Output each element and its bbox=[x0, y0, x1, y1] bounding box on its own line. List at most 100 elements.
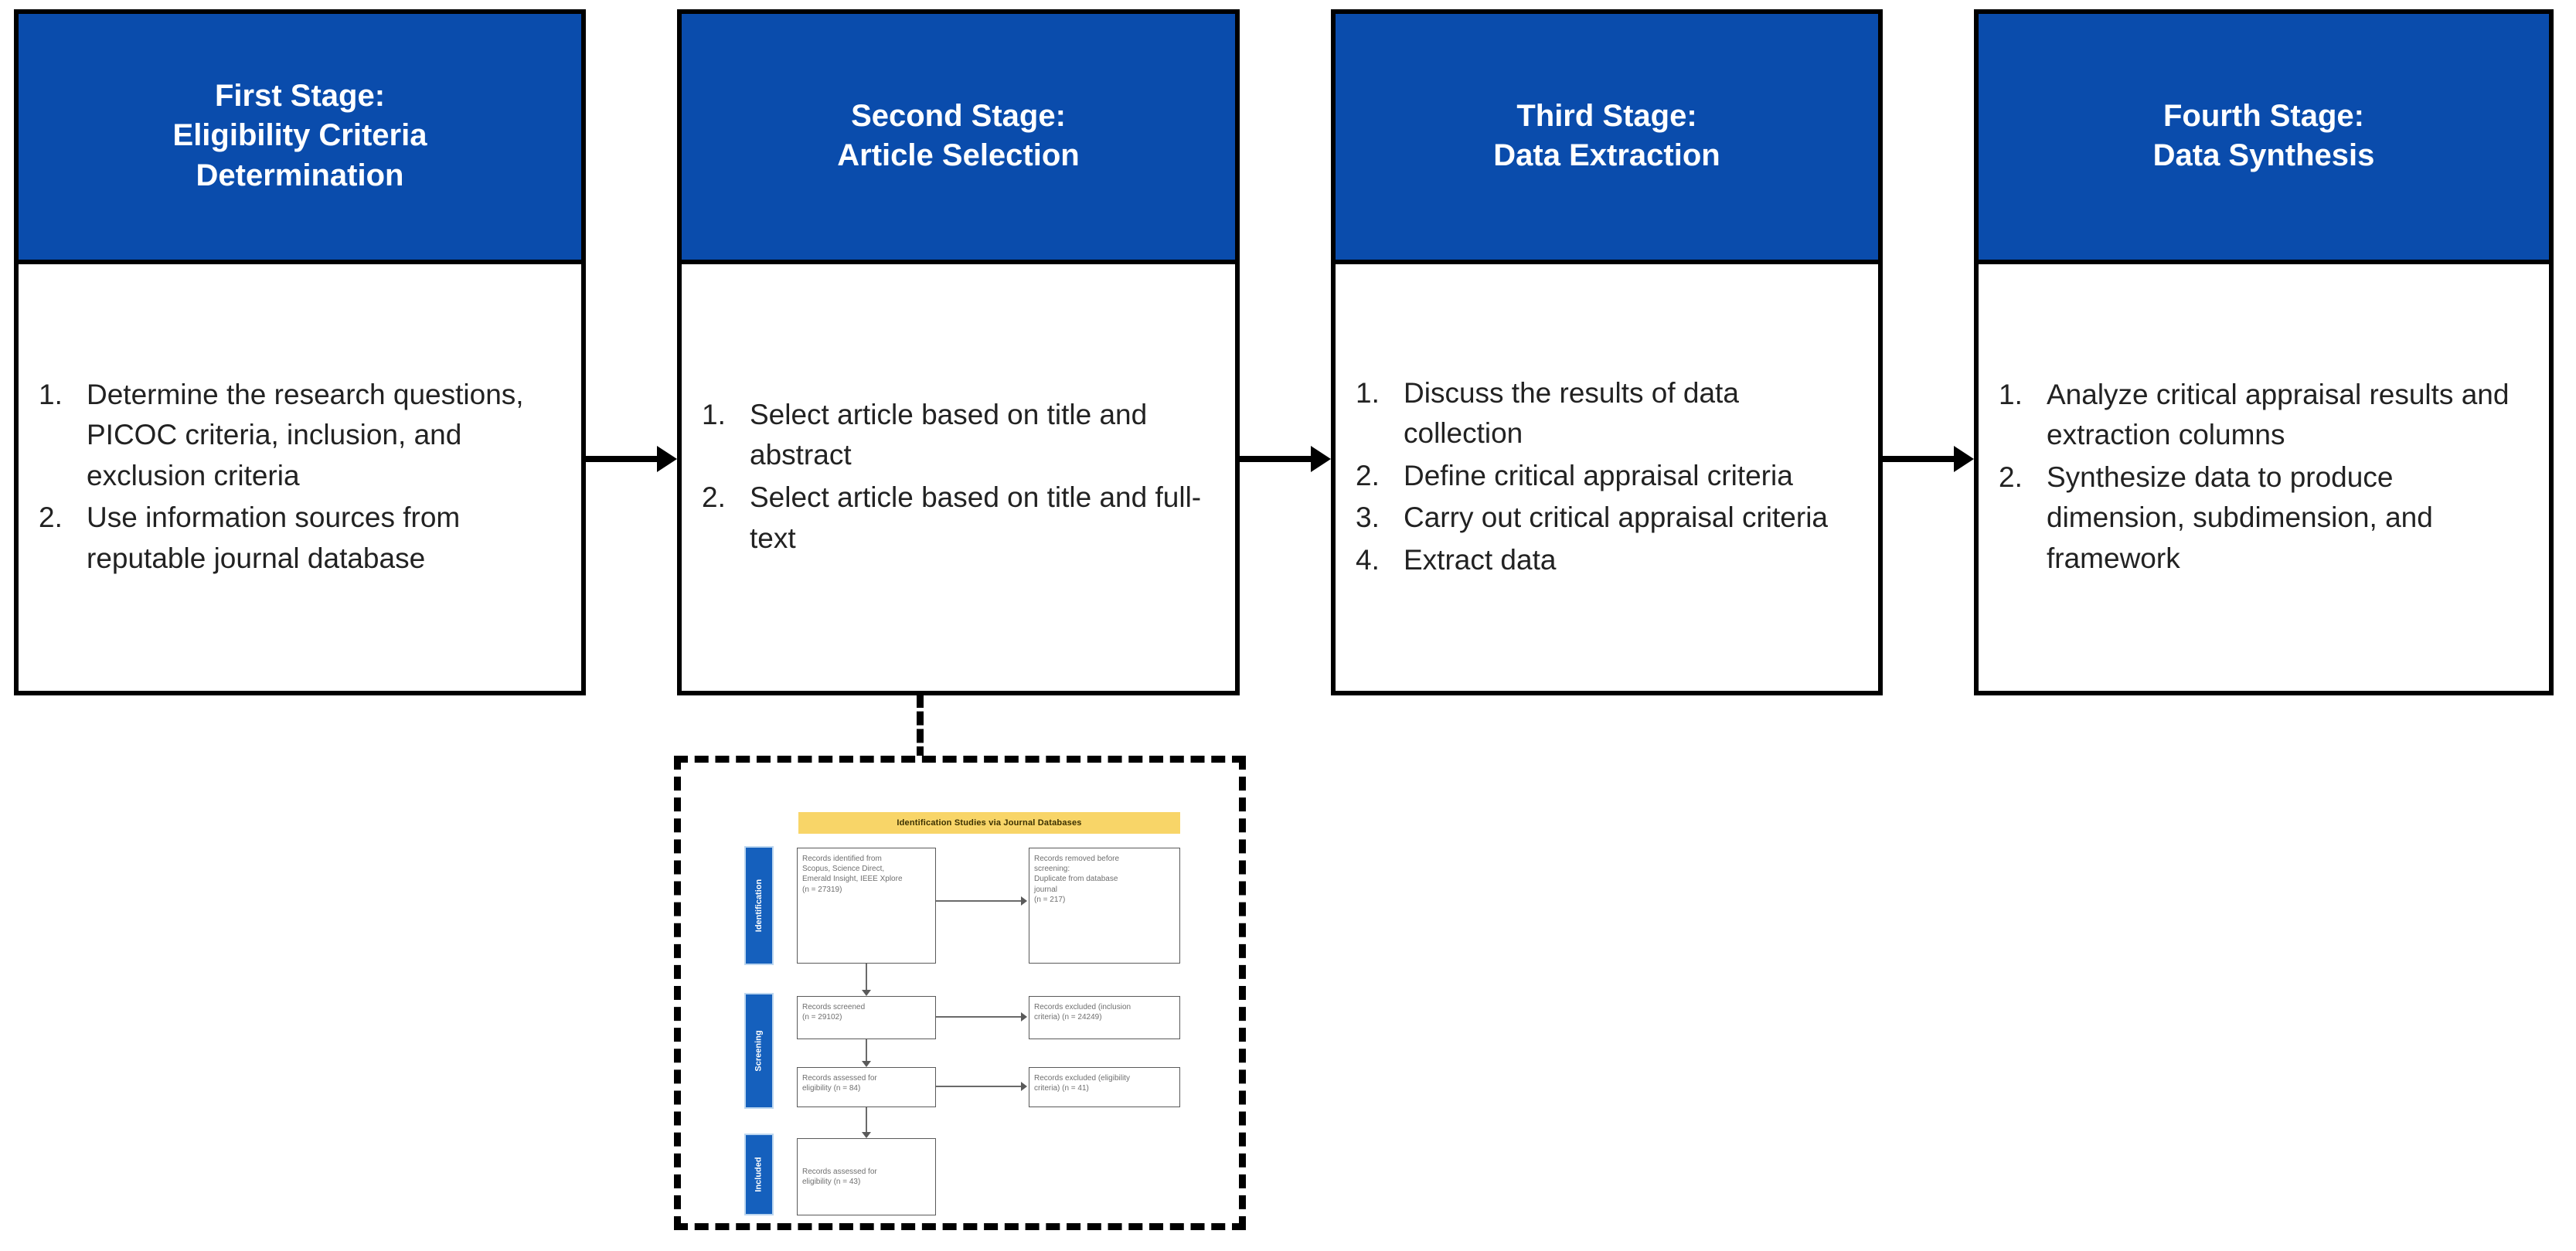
prisma-box-line: (n = 29102) bbox=[802, 1013, 842, 1022]
stage-header-second-stage: Second Stage: Article Selection bbox=[682, 14, 1235, 264]
stage-step-number: 2. bbox=[39, 501, 63, 534]
prisma-box-records-excluded-inclusion: Records excluded (inclusion criteria) (n… bbox=[1029, 996, 1180, 1039]
stage-box-fourth-stage: Fourth Stage: Data Synthesis 1. Analyze … bbox=[1974, 9, 2554, 695]
prisma-connector-identified-to-removed bbox=[936, 900, 1024, 902]
stage-step-text: Determine the research questions, PICOC … bbox=[87, 378, 524, 491]
stage-step-text: Select article based on title and full-t… bbox=[750, 481, 1202, 554]
prisma-sidebar-label: Screening bbox=[754, 1030, 764, 1072]
prisma-box-line: Duplicate from database bbox=[1034, 875, 1118, 884]
stage-step-number: 2. bbox=[1356, 459, 1380, 491]
arrow-head-icon bbox=[1954, 446, 1974, 472]
prisma-box-line: (n = 27319) bbox=[802, 885, 842, 894]
prisma-box-records-identified: Records identified from Scopus, Science … bbox=[797, 848, 936, 964]
prisma-connector-screened-to-assessed bbox=[866, 1039, 867, 1066]
prisma-box-line: Records excluded (inclusion bbox=[1034, 1003, 1131, 1011]
stage-step-item: 2. Select article based on title and ful… bbox=[702, 478, 1215, 559]
stage-step-item: 2. Define critical appraisal criteria bbox=[1356, 456, 1858, 497]
stage-step-number: 1. bbox=[1999, 378, 2023, 410]
stage-title-line-2: Data Synthesis bbox=[2152, 138, 2375, 172]
prisma-box-line: Scopus, Science Direct, bbox=[802, 865, 885, 874]
prisma-connector-identified-to-screened bbox=[866, 964, 867, 994]
stage-body-first-stage: 1. Determine the research questions, PIC… bbox=[19, 264, 581, 691]
prisma-box-line: eligibility (n = 43) bbox=[802, 1178, 861, 1186]
stage-title-line-1: Fourth Stage: bbox=[2163, 98, 2364, 133]
stage-step-text: Extract data bbox=[1404, 543, 1557, 576]
stage-step-text: Discuss the results of data collection bbox=[1404, 376, 1739, 450]
stage-box-third-stage: Third Stage: Data Extraction 1. Discuss … bbox=[1331, 9, 1883, 695]
prisma-inset: Identification Studies via Journal Datab… bbox=[681, 763, 1239, 1223]
prisma-box-records-screened: Records screened (n = 29102) bbox=[797, 996, 936, 1039]
stage-step-text: Synthesize data to produce dimension, su… bbox=[2047, 461, 2433, 574]
stage-title-line-2: Data Extraction bbox=[1493, 138, 1720, 172]
stage-step-item: 1. Determine the research questions, PIC… bbox=[39, 375, 561, 497]
prisma-box-records-included: Records assessed for eligibility (n = 43… bbox=[797, 1138, 936, 1215]
arrow-shaft bbox=[586, 456, 660, 462]
prisma-box-line: Records assessed for bbox=[802, 1167, 877, 1176]
arrow-head-icon bbox=[1311, 446, 1331, 472]
prisma-arrow-head-icon bbox=[1021, 1012, 1027, 1022]
stage-step-number: 1. bbox=[702, 398, 726, 430]
stage-box-second-stage: Second Stage: Article Selection 1. Selec… bbox=[677, 9, 1240, 695]
prisma-arrow-head-icon bbox=[862, 1132, 871, 1138]
stage-step-text: Select article based on title and abstra… bbox=[750, 398, 1148, 471]
arrow-head-icon bbox=[657, 446, 677, 472]
stage-step-number: 2. bbox=[702, 481, 726, 513]
stage-header-fourth-stage: Fourth Stage: Data Synthesis bbox=[1979, 14, 2549, 264]
dashed-link-stage2-to-inset bbox=[917, 694, 924, 760]
prisma-connector-screened-to-excluded bbox=[936, 1016, 1024, 1018]
stage-body-third-stage: 1. Discuss the results of data collectio… bbox=[1336, 264, 1878, 691]
stage-step-item: 2. Synthesize data to produce dimension,… bbox=[1999, 457, 2529, 580]
arrow-shaft bbox=[1883, 456, 1957, 462]
prisma-box-line: Records identified from bbox=[802, 855, 882, 863]
prisma-arrow-head-icon bbox=[1021, 896, 1027, 906]
prisma-box-line: Records screened bbox=[802, 1003, 866, 1011]
stage-title-line-2: Article Selection bbox=[837, 138, 1080, 172]
prisma-box-line: Records removed before bbox=[1034, 855, 1120, 863]
stage-step-item: 3. Carry out critical appraisal criteria bbox=[1356, 498, 1858, 539]
prisma-box-line: criteria) (n = 41) bbox=[1034, 1084, 1089, 1093]
stage-step-list: 1. Analyze critical appraisal results an… bbox=[1999, 375, 2529, 581]
stage-step-number: 4. bbox=[1356, 543, 1380, 576]
stage-step-text: Use information sources from reputable j… bbox=[87, 501, 461, 574]
stage-step-item: 1. Analyze critical appraisal results an… bbox=[1999, 375, 2529, 456]
stage-title-line-2: Eligibility Criteria bbox=[172, 118, 427, 153]
prisma-arrow-head-icon bbox=[862, 990, 871, 996]
stage-step-list: 1. Select article based on title and abs… bbox=[702, 395, 1215, 560]
prisma-box-line: criteria) (n = 24249) bbox=[1034, 1013, 1102, 1022]
prisma-title-text: Identification Studies via Journal Datab… bbox=[897, 818, 1082, 828]
prisma-connector-assessed-to-included bbox=[866, 1107, 867, 1137]
prisma-connector-assessed-to-excluded bbox=[936, 1086, 1024, 1087]
stage-step-text: Analyze critical appraisal results and e… bbox=[2047, 378, 2510, 451]
stage-step-number: 2. bbox=[1999, 461, 2023, 493]
prisma-box-line: Emerald Insight, IEEE Xplore bbox=[802, 875, 903, 884]
stage-step-item: 2. Use information sources from reputabl… bbox=[39, 498, 561, 579]
prisma-sidebar-screening: Screening bbox=[746, 994, 772, 1107]
stage-step-number: 1. bbox=[39, 378, 63, 410]
stage-body-fourth-stage: 1. Analyze critical appraisal results an… bbox=[1979, 264, 2549, 691]
prisma-title-bar: Identification Studies via Journal Datab… bbox=[798, 812, 1180, 834]
stage-step-number: 3. bbox=[1356, 501, 1380, 534]
prisma-box-records-removed: Records removed before screening: Duplic… bbox=[1029, 848, 1180, 964]
stage-title-line-1: First Stage: bbox=[214, 79, 386, 114]
stage-title-line-1: Second Stage: bbox=[851, 98, 1066, 133]
stage-step-item: 4. Extract data bbox=[1356, 540, 1858, 581]
stage-step-item: 1. Discuss the results of data collectio… bbox=[1356, 373, 1858, 454]
stage-step-list: 1. Discuss the results of data collectio… bbox=[1356, 373, 1858, 583]
prisma-box-records-excluded-eligibility: Records excluded (eligibility criteria) … bbox=[1029, 1067, 1180, 1107]
prisma-sidebar-included: Included bbox=[746, 1135, 772, 1214]
prisma-box-line: Records assessed for bbox=[802, 1074, 877, 1083]
prisma-arrow-head-icon bbox=[1021, 1082, 1027, 1091]
stage-box-first-stage: First Stage: Eligibility Criteria Determ… bbox=[14, 9, 586, 695]
stage-step-list: 1. Determine the research questions, PIC… bbox=[39, 375, 561, 581]
prisma-box-records-assessed-eligibility: Records assessed for eligibility (n = 84… bbox=[797, 1067, 936, 1107]
prisma-box-line: (n = 217) bbox=[1034, 895, 1066, 904]
prisma-box-line: journal bbox=[1034, 885, 1058, 894]
prisma-sidebar-identification: Identification bbox=[746, 848, 772, 964]
prisma-box-line: eligibility (n = 84) bbox=[802, 1084, 861, 1093]
arrow-shaft bbox=[1240, 456, 1314, 462]
prisma-sidebar-label: Included bbox=[754, 1157, 764, 1192]
prisma-box-line: screening: bbox=[1034, 865, 1070, 874]
stage-step-item: 1. Select article based on title and abs… bbox=[702, 395, 1215, 476]
stage-header-third-stage: Third Stage: Data Extraction bbox=[1336, 14, 1878, 264]
